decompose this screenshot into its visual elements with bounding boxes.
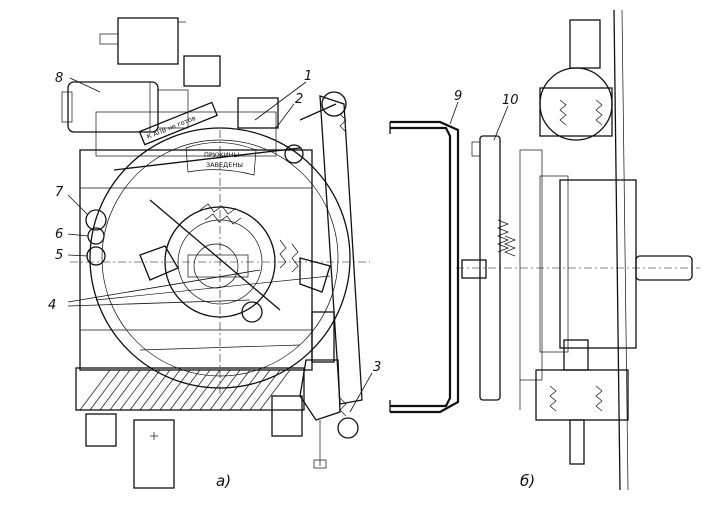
apv-plate: К АПВ не готов — [138, 101, 218, 146]
callout-7: 7 — [55, 185, 64, 200]
mechanism-frame — [79, 149, 313, 371]
dial-text-line2: ЗАВЕДЕНЫ — [206, 161, 243, 169]
lower-pin-joint — [337, 417, 359, 439]
view-caption-b: б) — [520, 472, 535, 490]
view-a-front: ПРУЖИНЫ ЗАВЕДЕНЫ К АПВ не готов — [61, 17, 370, 489]
indicator-7 — [85, 209, 107, 231]
callout-9: 9 — [454, 89, 462, 104]
callout-1: 1 — [304, 69, 312, 84]
upper-pin-joint — [321, 91, 347, 117]
callout-5: 5 — [55, 248, 63, 263]
callout-10: 10 — [502, 93, 519, 108]
callout-4: 4 — [48, 298, 56, 313]
view-caption-a: а) — [216, 472, 231, 490]
hub-springs — [199, 203, 299, 273]
callout-2: 2 — [295, 92, 303, 107]
latch-assembly — [299, 359, 341, 421]
bottom-spring-pack — [75, 367, 305, 411]
drive-shaft-left — [461, 259, 487, 279]
spring-indicator-plate — [185, 142, 257, 176]
top-terminal-box — [569, 19, 601, 69]
crank-handle — [390, 126, 452, 408]
side-body — [559, 179, 637, 349]
lower-coil-housing — [535, 369, 629, 421]
view-b-side — [456, 9, 700, 491]
central-shaft — [193, 243, 239, 289]
top-motor-housing — [117, 17, 179, 65]
callout-3: 3 — [373, 360, 381, 375]
upper-bracket — [183, 55, 221, 87]
motor-housing — [67, 81, 159, 133]
callout-leaders — [67, 77, 509, 413]
callout-8: 8 — [55, 71, 63, 86]
dial-text-line1: ПРУЖИНЫ — [204, 151, 240, 159]
callout-6: 6 — [55, 227, 63, 242]
bottom-coil-box — [133, 419, 175, 489]
lever-housing — [237, 97, 279, 129]
drive-link-arm — [319, 95, 363, 405]
